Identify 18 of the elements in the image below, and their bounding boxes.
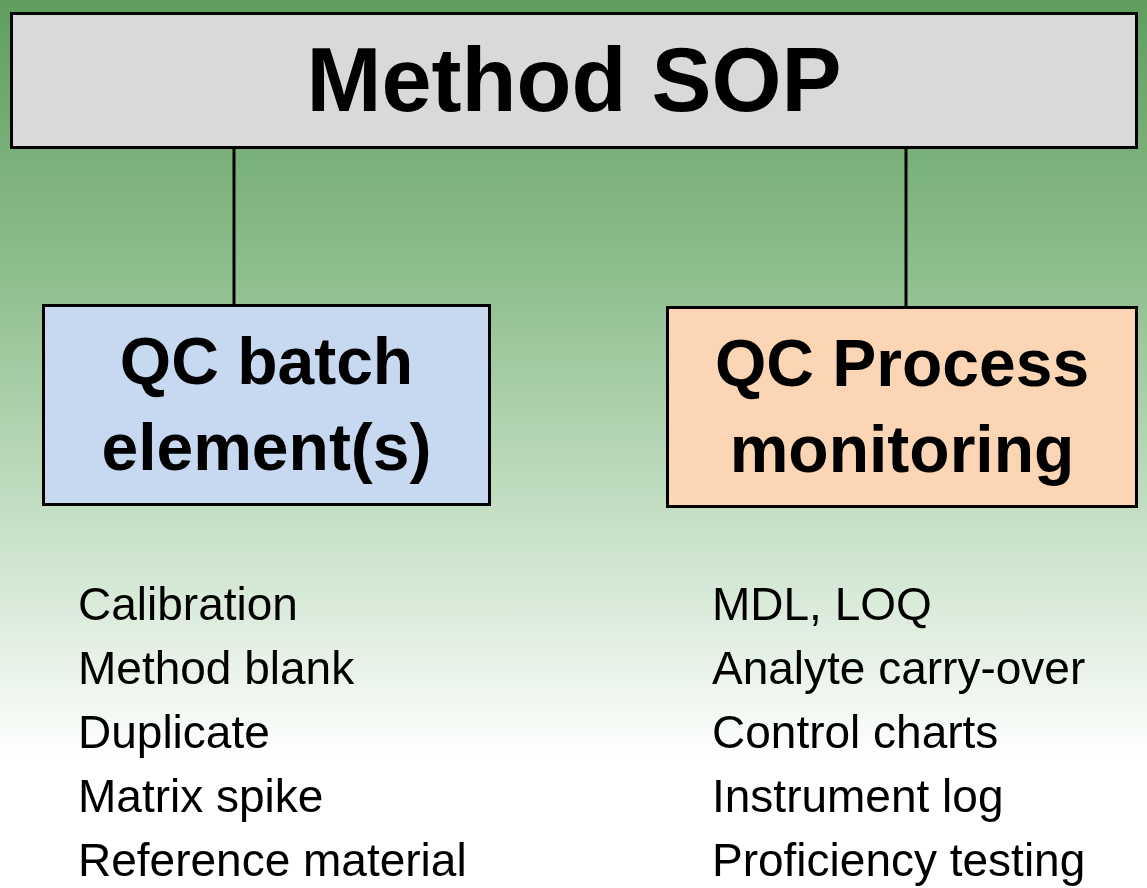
- list-item: Method blank: [78, 641, 356, 696]
- list-item: MDL, LOQ: [712, 577, 933, 632]
- box-title: Method SOP: [306, 29, 842, 132]
- connector-line: [904, 149, 908, 306]
- list-item: Duplicate: [78, 705, 271, 760]
- list-item: Analyte carry-over: [712, 641, 1086, 696]
- list-item: Proficiency testing: [712, 833, 1086, 888]
- connector-line: [232, 149, 236, 304]
- box-title: QC Process monitoring: [713, 325, 1091, 488]
- list-item: Reference material: [78, 833, 467, 888]
- process-box: [666, 306, 1138, 508]
- box-title: QC batch element(s): [100, 323, 433, 486]
- list-item: Control charts: [712, 705, 1000, 760]
- list-item: Instrument log: [712, 769, 1005, 824]
- list-item: Matrix spike: [78, 769, 325, 824]
- process-box: [42, 304, 491, 506]
- list-item: Calibration: [78, 577, 299, 632]
- process-box: [10, 12, 1138, 149]
